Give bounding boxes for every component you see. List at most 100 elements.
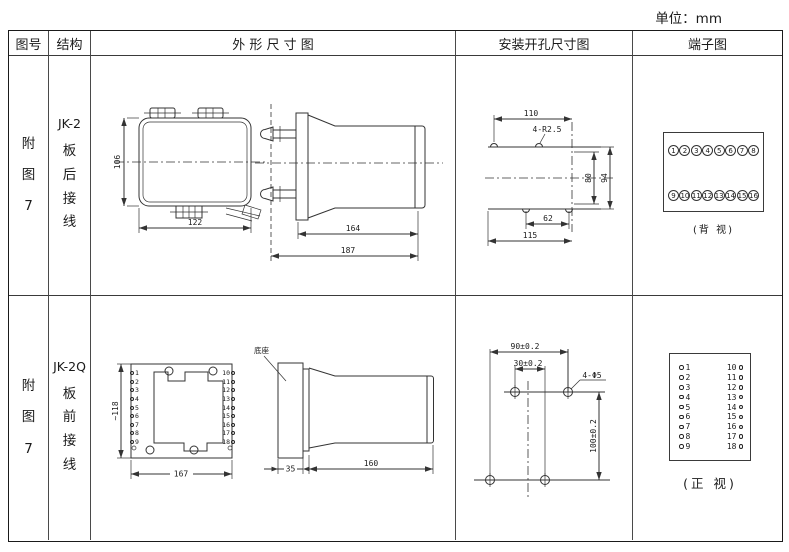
terminal-item: 6 — [130, 412, 139, 420]
terminal-dot-icon — [738, 385, 743, 390]
header-outline: 外 形 尺 寸 图 — [91, 31, 456, 56]
dim-label: 122 — [188, 218, 203, 227]
terminal-dot-icon — [130, 414, 134, 419]
terminal-item: 5 — [679, 403, 690, 412]
terminal-dot-icon — [130, 405, 134, 410]
terminal-item: 2 — [679, 373, 690, 382]
terminal-dot-icon — [738, 444, 743, 449]
terminal-number: 4 — [135, 394, 139, 403]
terminal-circle: 1 — [668, 145, 679, 156]
terminal-dot-icon — [231, 396, 235, 401]
terminal-item: 11 — [222, 378, 235, 386]
dim-label: 35 — [286, 465, 296, 474]
fig-no-label: 附图7 — [21, 378, 36, 457]
terminal-number: 3 — [135, 386, 139, 395]
terminal-circle: 16 — [747, 190, 759, 201]
terminal-circle: 4 — [702, 145, 714, 156]
terminal-number: 17 — [726, 432, 737, 442]
model-label: JK-2 — [57, 116, 82, 132]
outline-side-view-drawing: 164 187 — [255, 104, 443, 264]
terminal-number: 14 — [726, 402, 737, 412]
terminal-item: 13 — [222, 395, 235, 403]
terminal-dot-icon — [130, 396, 134, 401]
terminal-number: 14 — [222, 403, 230, 412]
terminal-dot-icon — [130, 422, 134, 427]
terminal-item: 11 — [727, 373, 743, 382]
terminal-item: 15 — [222, 412, 235, 420]
dim-label: 4-R2.5 — [533, 125, 562, 134]
terminal-dot-icon — [738, 434, 743, 439]
terminal-item: 1 — [130, 369, 139, 377]
terminal-dot-icon — [231, 422, 235, 427]
terminal-dot-icon — [231, 414, 235, 419]
terminal-dot-icon — [679, 365, 684, 370]
terminal-circle: 15 — [736, 190, 748, 201]
terminal-item: 4 — [679, 393, 690, 402]
terminal-dot-icon — [231, 431, 235, 436]
terminal-item: 16 — [222, 421, 235, 429]
mounting-hole-drawing: 110 4-R2.5 80 94 62 115 — [485, 109, 614, 246]
wiring-label: 板前接线 — [62, 385, 77, 473]
terminal-circle: 12 — [702, 190, 714, 201]
header-terminal: 端子图 — [633, 31, 782, 56]
terminal-dot-icon — [130, 371, 134, 375]
terminal-item: 14 — [727, 403, 743, 412]
terminal-item: 14 — [222, 404, 235, 412]
terminal-dot-icon — [231, 379, 235, 384]
terminal-number: 16 — [726, 422, 737, 432]
terminal-number: 13 — [222, 394, 230, 403]
terminal-dot-icon — [231, 440, 235, 444]
outline-front-view-drawing: 106 122 — [113, 107, 265, 233]
terminal-circle: 6 — [725, 145, 737, 156]
dim-label: 187 — [341, 246, 356, 255]
terminal-dot-icon — [679, 414, 684, 420]
mounting-holes — [483, 385, 575, 487]
terminal-item: 2 — [130, 378, 139, 386]
terminal-dot-icon — [738, 424, 743, 429]
dim-label: 30±0.2 — [514, 359, 543, 368]
dim-label: 115 — [523, 231, 538, 240]
terminal-dot-icon — [679, 375, 684, 380]
terminal-number: 8 — [685, 432, 691, 442]
dim-label: 4-Φ5 — [582, 371, 601, 380]
terminal-item: 18 — [222, 438, 235, 446]
terminal-number: 6 — [685, 412, 691, 422]
dim-label: ~118 — [111, 401, 120, 420]
terminal-number: 11 — [222, 377, 230, 386]
terminal-number: 18 — [726, 442, 737, 451]
mounting-hole-drawing: 90±0.2 30±0.2 4-Φ5 100±0.2 — [474, 342, 610, 497]
row1-fig-no-cell: 附图7 — [9, 56, 49, 296]
terminal-item: 4 — [130, 395, 139, 403]
terminal-dot-icon — [130, 379, 134, 384]
dim-label: 80 — [584, 173, 593, 183]
terminal-number: 18 — [222, 438, 230, 446]
row2-structure-cell: JK-2Q 板前接线 — [49, 296, 91, 540]
terminal-item: 9 — [130, 438, 139, 446]
terminal-circle: 14 — [725, 190, 737, 201]
terminal-number: 16 — [222, 420, 230, 429]
terminal-number: 15 — [726, 412, 737, 422]
terminal-number: 2 — [135, 377, 139, 386]
terminal-item: 3 — [130, 386, 139, 394]
terminal-dot-icon — [231, 405, 235, 410]
terminal-circle: 8 — [747, 145, 759, 156]
terminal-dot-icon — [679, 424, 684, 429]
terminal-number: 17 — [222, 429, 230, 438]
terminal-item: 12 — [222, 386, 235, 394]
terminal-dot-icon — [679, 385, 684, 390]
terminal-dot-icon — [738, 375, 743, 380]
terminal-number: 5 — [685, 402, 691, 412]
row1-mounting-cell: 110 4-R2.5 80 94 62 115 — [456, 56, 633, 296]
terminal-circle: 7 — [736, 145, 748, 156]
terminal-circle: 5 — [713, 145, 725, 156]
terminal-number: 2 — [685, 372, 691, 382]
